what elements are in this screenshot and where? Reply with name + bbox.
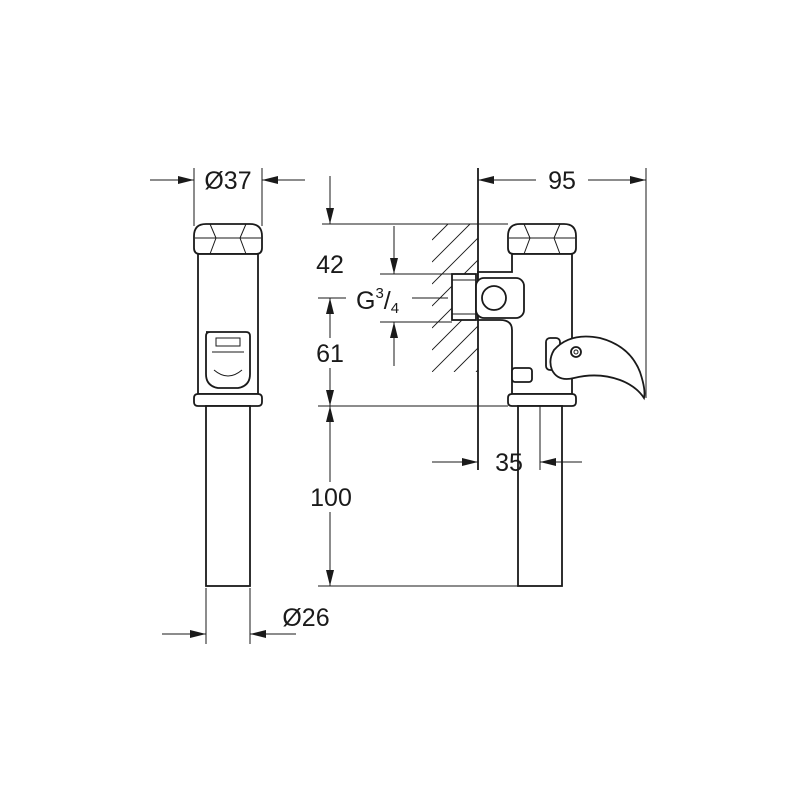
- height-upper-label: 42: [316, 251, 344, 279]
- dimension-width-total: [478, 168, 647, 398]
- dimension-height-middle: [326, 298, 398, 406]
- front-button-detail: [212, 351, 244, 377]
- side-small-block: [511, 367, 533, 383]
- height-middle-label: 61: [316, 340, 344, 368]
- offset-label: 35: [495, 449, 523, 477]
- height-lower-label-bg: [304, 482, 358, 512]
- dimension-top-diameter: [150, 168, 305, 226]
- width-total-label: 95: [548, 167, 576, 195]
- side-view: [432, 168, 646, 587]
- front-push-button: [205, 331, 251, 389]
- front-bottom-pipe: [205, 405, 251, 587]
- dimension-height-upper: [326, 176, 398, 274]
- side-bottom-pipe: [517, 405, 563, 587]
- lever-pivot: [570, 346, 582, 358]
- height-middle-label-bg: [310, 338, 352, 368]
- thread-label: G3/4: [356, 285, 399, 317]
- bracket-hole: [481, 285, 507, 311]
- top-diameter-label: Ø37: [204, 167, 251, 195]
- front-top-cap: [193, 223, 263, 255]
- reference-lines: [318, 223, 518, 587]
- front-lower-ring: [193, 393, 263, 407]
- side-top-cap: [507, 223, 577, 255]
- front-button-logo: [215, 337, 241, 347]
- height-lower-label: 100: [310, 484, 352, 512]
- dimension-offset: [432, 458, 582, 466]
- front-view: [193, 223, 263, 587]
- front-cap-facets: [209, 223, 247, 255]
- dimension-bottom-diameter: [162, 588, 296, 644]
- bottom-diameter-label: Ø26: [282, 604, 329, 632]
- side-lower-ring: [507, 393, 577, 407]
- thread-connector: [451, 273, 477, 321]
